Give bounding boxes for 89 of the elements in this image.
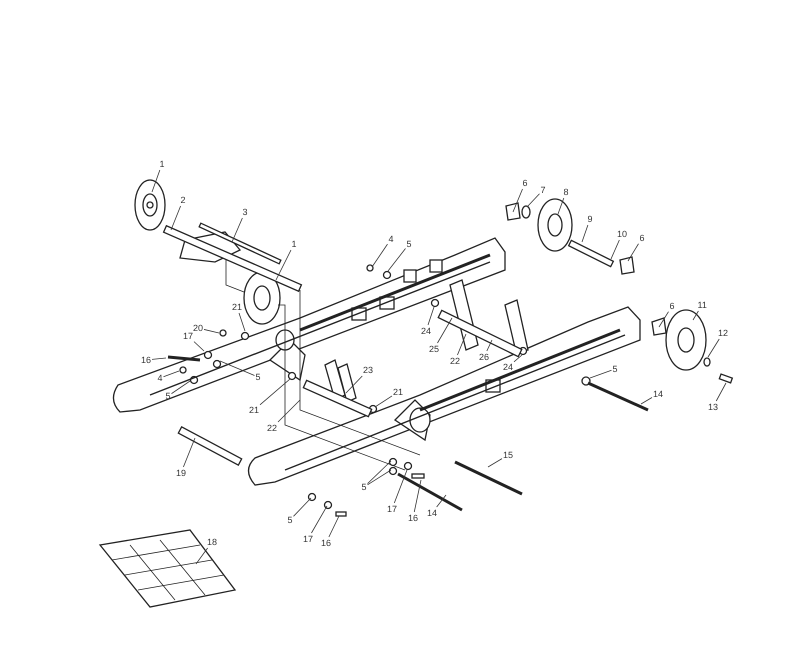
leader-line <box>457 334 466 356</box>
callout-number: 10 <box>617 229 628 239</box>
leader-line <box>171 380 190 394</box>
leader-line <box>514 354 522 362</box>
callout-number: 19 <box>176 468 186 478</box>
leader-line <box>163 370 180 378</box>
callout-number: 26 <box>479 352 490 362</box>
callout-number: 7 <box>540 185 546 195</box>
callout-number: 22 <box>450 356 460 366</box>
leader-line <box>220 360 255 376</box>
leader-line <box>232 218 243 242</box>
callout-number: 16 <box>321 538 332 548</box>
leader-line <box>526 193 540 208</box>
callout-number: 9 <box>588 214 593 224</box>
callout-number: 17 <box>183 331 194 341</box>
leader-line <box>374 396 392 408</box>
callout-number: 5 <box>406 239 412 249</box>
callout-number: 21 <box>393 387 404 397</box>
leader-line <box>328 516 340 538</box>
leader-line <box>278 400 300 422</box>
leader-line <box>692 310 699 320</box>
leader-line <box>708 338 720 358</box>
leader-line <box>488 458 502 468</box>
leader-line <box>311 506 328 534</box>
leader-line <box>152 170 160 192</box>
callout-number: 4 <box>158 373 163 383</box>
leader-line <box>628 243 639 262</box>
leader-line <box>388 248 406 272</box>
callout-number: 13 <box>708 402 718 412</box>
leader-line <box>436 494 446 508</box>
callout-number: 5 <box>256 372 261 382</box>
callout-number: 21 <box>249 405 260 415</box>
leader-line <box>372 244 388 268</box>
leader-line <box>196 548 208 564</box>
callout-number: 14 <box>653 389 664 399</box>
callout-number: 18 <box>207 537 218 547</box>
leader-line <box>640 397 652 404</box>
callout-number: 12 <box>718 328 728 338</box>
leader-line <box>437 318 452 344</box>
leader-line <box>183 438 196 468</box>
callout-number: 24 <box>421 326 432 336</box>
callout-number: 11 <box>698 300 707 310</box>
leader-line <box>152 358 166 360</box>
callout-number: 3 <box>242 207 248 217</box>
callout-number: 1 <box>160 159 165 169</box>
callout-number: 5 <box>362 482 367 492</box>
leader-line <box>204 329 220 334</box>
callout-number: 17 <box>387 504 398 514</box>
callout-number: 6 <box>640 233 645 243</box>
leader-line <box>610 240 620 260</box>
leader-line <box>238 312 246 332</box>
leader-line <box>194 341 204 352</box>
callout-number: 15 <box>503 450 514 460</box>
leader-line <box>590 370 612 378</box>
callout-number: 5 <box>612 364 618 374</box>
leader-line <box>582 224 588 242</box>
leader-line <box>367 470 392 486</box>
callout-number: 6 <box>522 178 528 188</box>
callout-number: 16 <box>141 355 152 365</box>
callout-number: 1 <box>292 239 297 249</box>
callout-number: 5 <box>288 515 293 525</box>
leader-line <box>394 470 408 504</box>
callout-number: 25 <box>429 344 440 354</box>
leader-line <box>260 378 290 406</box>
leader-line <box>293 498 312 517</box>
callout-number: 4 <box>388 234 394 244</box>
callout-number: 16 <box>408 513 418 523</box>
callout-number: 5 <box>166 391 171 401</box>
leader-line <box>170 206 181 230</box>
leader-line <box>428 306 434 326</box>
callout-number: 21 <box>232 302 242 312</box>
leader-line <box>367 460 392 484</box>
callout-number: 2 <box>180 195 186 205</box>
leader-line <box>716 382 726 402</box>
callout-number: 17 <box>303 534 314 544</box>
callout-number: 8 <box>564 187 569 197</box>
callout-number: 14 <box>427 508 438 518</box>
leader-line <box>414 480 422 512</box>
callout-number: 22 <box>267 423 278 433</box>
leader-line <box>558 198 564 214</box>
leader-line <box>658 311 669 328</box>
leader-line <box>486 340 492 352</box>
callout-number: 6 <box>670 301 675 311</box>
leader-line <box>276 250 292 280</box>
leader-line <box>346 376 363 394</box>
callout-number: 24 <box>503 362 514 372</box>
callout-number: 23 <box>363 365 374 375</box>
leader-line <box>512 188 523 212</box>
callout-number: 20 <box>193 323 204 333</box>
